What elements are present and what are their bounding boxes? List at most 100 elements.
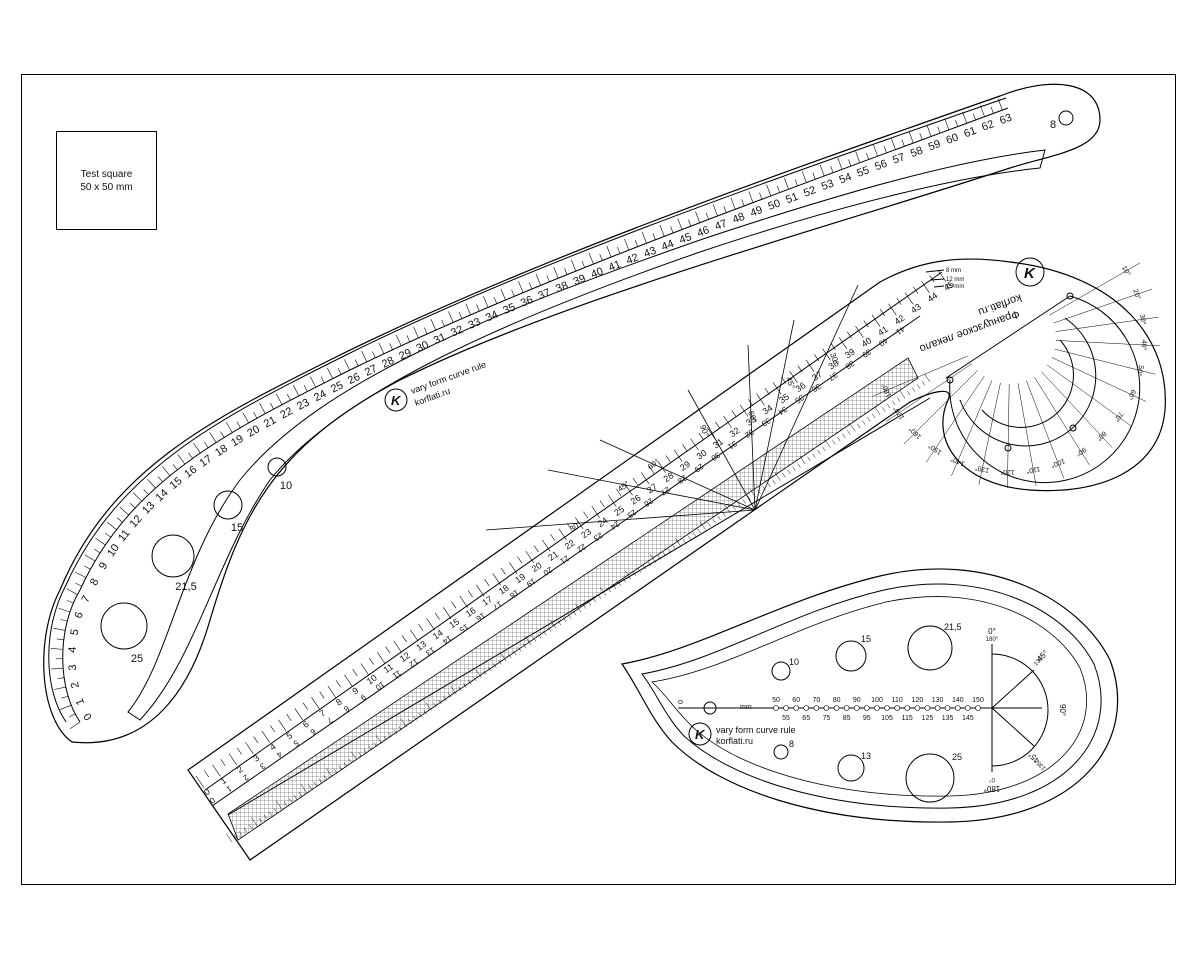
french-tick — [583, 511, 589, 519]
french-bottom-tick — [258, 818, 263, 823]
hole-15 — [213, 490, 243, 520]
curve-tick — [500, 288, 506, 301]
french-bottom-tick — [921, 381, 926, 386]
french-tick — [542, 539, 551, 552]
french-tick — [657, 460, 666, 473]
curve-scale-label: 6 — [73, 610, 86, 620]
french-scale-label: 17 — [480, 594, 494, 608]
paisley-hole-25 — [905, 753, 955, 803]
french-tick — [698, 432, 704, 440]
protractor-label: 20° — [1131, 288, 1142, 301]
french-bottom-tick — [742, 499, 746, 504]
curve-tick — [937, 126, 941, 134]
paisley-bottom-label: 55 — [782, 715, 790, 722]
french-bottom-tick — [563, 617, 567, 622]
french-tick — [690, 438, 699, 451]
french-tick — [789, 371, 798, 383]
french-bottom-tick — [782, 473, 786, 478]
curve-scale-label: 5 — [68, 628, 81, 636]
french-bottom-tick — [807, 456, 811, 461]
curve-tick — [723, 205, 727, 213]
french-tick — [591, 505, 600, 518]
curve-tick — [395, 334, 402, 346]
french-tick — [319, 691, 325, 699]
curve-scale-label: 3 — [67, 664, 79, 671]
french-bottom-tick — [288, 798, 293, 803]
french-bottom-tick — [226, 833, 233, 843]
curve-ruler-logo: K — [384, 388, 408, 412]
curve-ruler-ticks — [50, 98, 1003, 729]
curve-tick — [553, 266, 559, 279]
curve-tick — [69, 721, 81, 729]
curve-scale-label: 49 — [749, 204, 765, 220]
curve-tick — [430, 318, 437, 331]
french-scale-label: 10 — [365, 673, 379, 687]
curve-scale-label: 40 — [589, 265, 605, 281]
french-bottom-tick — [747, 496, 751, 501]
french-bottom-tick — [899, 390, 906, 399]
french-tick — [913, 286, 919, 294]
french-tick — [195, 775, 205, 788]
french-tick — [863, 320, 869, 328]
seam-label-15mm: 15 mm — [946, 284, 964, 290]
curve-tick — [157, 476, 163, 483]
curve-tick — [75, 571, 87, 578]
french-bottom-tick — [525, 636, 532, 645]
french-tick — [492, 573, 501, 586]
measure-dot — [884, 705, 890, 711]
paisley-top-label: 110 — [892, 697, 903, 704]
french-inner-label: 8 — [342, 704, 351, 714]
french-tick — [269, 725, 275, 733]
protractor-ray — [1026, 380, 1064, 479]
french-scale-label: 23 — [579, 526, 593, 540]
french-bottom-tick — [383, 735, 387, 741]
curve-tick — [378, 342, 385, 354]
french-scale-label: 34 — [761, 403, 775, 417]
french-tick — [467, 590, 473, 598]
french-tick — [929, 275, 935, 283]
french-bottom-tick — [243, 827, 248, 833]
curve-tick — [209, 432, 217, 443]
measure-dot — [934, 705, 941, 711]
paisley-hole-label-21-5: 21,5 — [944, 622, 962, 632]
french-scale-label: 9 — [350, 685, 360, 696]
curve-tick — [303, 385, 308, 392]
french-tick — [830, 342, 836, 350]
french-tick — [311, 697, 320, 710]
protractor-ray — [951, 380, 993, 477]
curve-scale-label: 47 — [713, 217, 729, 233]
french-tick — [904, 292, 914, 305]
french-bottom-tick — [251, 817, 258, 826]
french-tick — [616, 489, 622, 497]
curve-tick — [670, 226, 674, 234]
protractor-label: 110° — [1026, 465, 1041, 475]
curve-scale-label: 21 — [262, 414, 279, 430]
curve-tick — [57, 677, 65, 679]
french-tick — [451, 601, 457, 609]
french-tick — [278, 719, 287, 732]
curve-tick — [193, 442, 201, 454]
french-bottom-tick — [637, 568, 642, 573]
french-tick — [401, 635, 407, 643]
french-bottom-tick — [625, 570, 632, 580]
curve-tick — [143, 489, 149, 495]
french-bottom-tick — [438, 699, 442, 705]
curve-tick — [776, 185, 780, 193]
protractor-ray — [1055, 316, 1159, 332]
french-tick — [203, 770, 209, 778]
french-bottom-tick — [917, 384, 921, 389]
french-bottom-tick — [318, 778, 322, 783]
curve-tick — [50, 648, 63, 650]
paisley-hole-13 — [837, 754, 865, 782]
protractor-ray — [925, 375, 985, 463]
curve-scale-label: 15 — [168, 475, 185, 492]
french-tick — [649, 466, 655, 474]
paisley-bottom-label: 135 — [942, 715, 954, 722]
curve-tick — [919, 133, 923, 140]
french-bottom-tick — [707, 522, 711, 527]
french-inner-label: 1 — [224, 784, 233, 794]
french-bottom-tick — [647, 561, 652, 567]
french-bottom-tick — [572, 611, 577, 616]
protractor-ray — [1017, 383, 1037, 486]
